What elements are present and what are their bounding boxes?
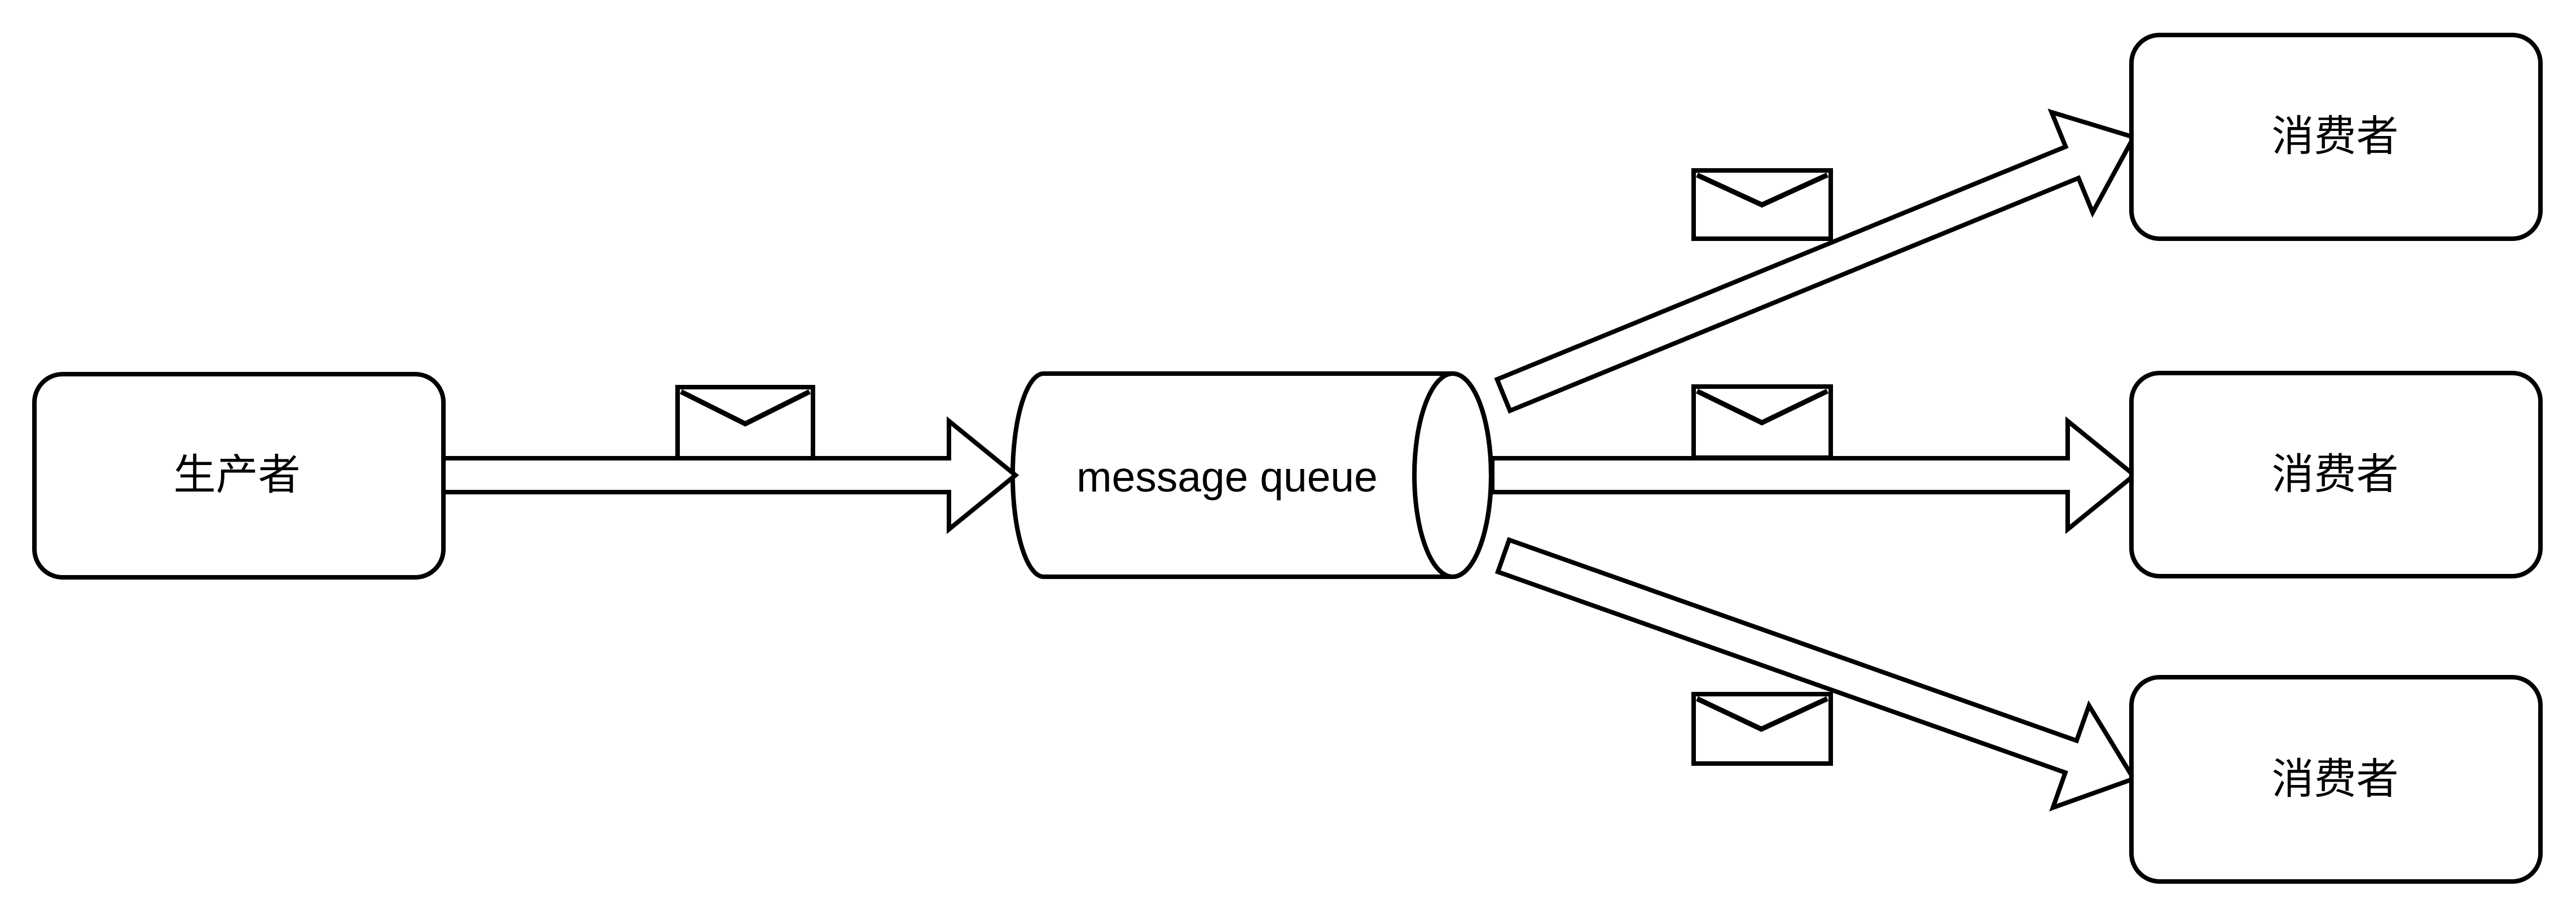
envelope-flap [679, 389, 811, 427]
consumer-node-bottom: 消费者 [2129, 675, 2543, 884]
envelope-flap [1696, 388, 1828, 426]
envelope-icon [1691, 692, 1833, 766]
envelope-icon [1691, 384, 1833, 460]
envelope-flap [1696, 696, 1828, 732]
consumer-box [2129, 675, 2543, 884]
arrow-queue-to-consumer-bottom [1494, 537, 2137, 812]
arrow-producer-to-queue [441, 416, 1019, 534]
envelope-icon [1691, 168, 1833, 241]
consumer-label: 消费者 [2271, 112, 2398, 160]
arrow-queue-to-consumer-middle [1490, 416, 2138, 534]
producer-label: 生产者 [173, 451, 300, 498]
queue-label: message queue [1076, 453, 1378, 501]
consumer-box [2129, 371, 2543, 578]
consumer-box [2129, 33, 2543, 241]
envelope-flap [1696, 172, 1828, 208]
consumer-label: 消费者 [2271, 450, 2398, 498]
consumer-node-top: 消费者 [2129, 33, 2543, 241]
producer-node: 生产者 [32, 372, 446, 580]
envelope-icon [675, 385, 815, 460]
consumer-node-middle: 消费者 [2129, 371, 2543, 578]
arrow-queue-to-consumer-top [1494, 108, 2137, 414]
producer-box [32, 372, 446, 580]
consumer-label: 消费者 [2271, 755, 2398, 802]
